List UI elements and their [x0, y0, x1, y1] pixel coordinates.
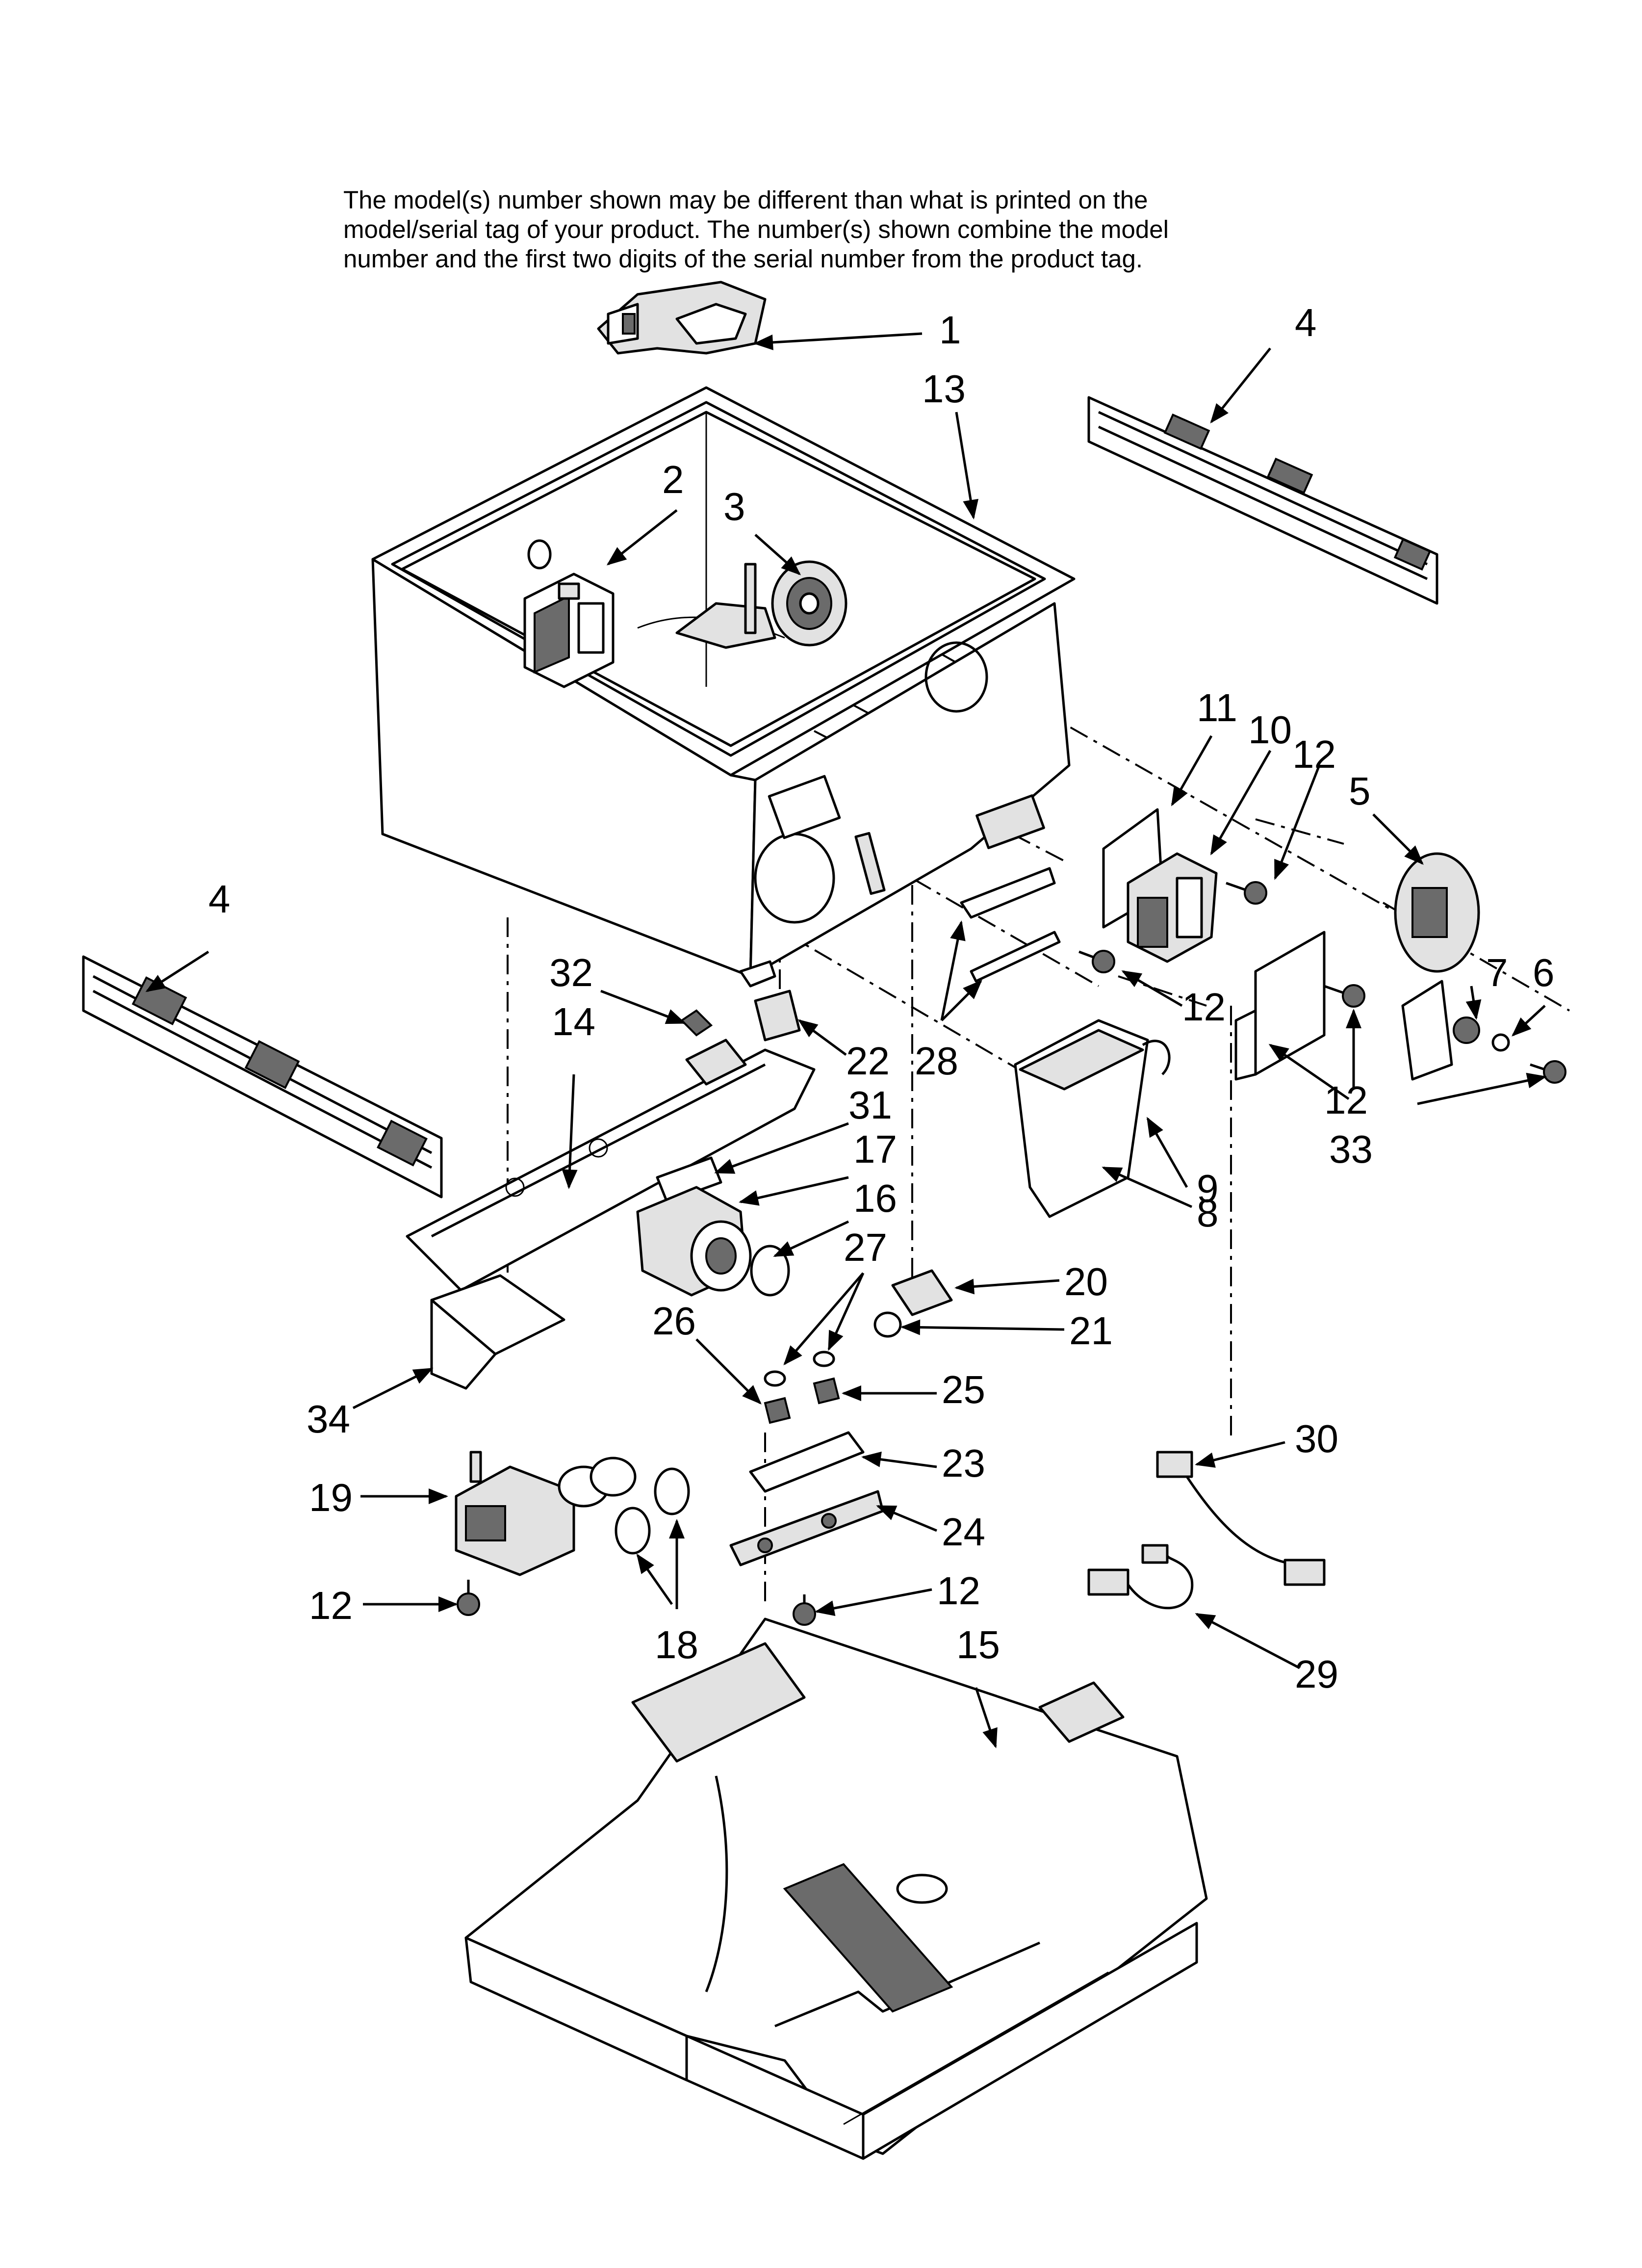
callout-12-e: 12 — [309, 1584, 353, 1627]
callout-4-left: 4 — [208, 877, 231, 921]
screw-12-a — [1226, 881, 1267, 905]
vent-part — [771, 560, 847, 647]
callout-25: 25 — [942, 1368, 985, 1411]
heater-fittings-part — [729, 1351, 884, 1566]
callout-12-a: 12 — [1292, 732, 1336, 776]
callout-12-c: 12 — [1324, 1078, 1368, 1122]
callout-8: 8 — [1197, 1191, 1219, 1235]
bracket-33-part — [1234, 931, 1326, 1081]
screw-12-f — [793, 1594, 816, 1626]
callout-5: 5 — [1349, 769, 1371, 813]
callout-12-d: 12 — [937, 1569, 980, 1613]
dispenser-part — [523, 573, 615, 688]
callout-11: 11 — [1197, 686, 1237, 730]
callout-20: 20 — [1064, 1260, 1108, 1303]
callout-21: 21 — [1069, 1309, 1113, 1353]
callout-10: 10 — [1248, 708, 1292, 752]
sensor-part — [1394, 852, 1480, 1081]
callout-33: 33 — [1329, 1127, 1373, 1171]
callout-31: 31 — [848, 1083, 892, 1127]
callout-24: 24 — [942, 1510, 985, 1554]
callout-3: 3 — [723, 485, 745, 528]
callout-16: 16 — [853, 1176, 897, 1220]
control-board-part — [1102, 808, 1218, 963]
base-part — [464, 1617, 1208, 2160]
clip-brackets-part — [960, 867, 1061, 983]
model-number-note: The model(s) number shown may be differe… — [343, 185, 1373, 274]
callout-29: 29 — [1295, 1652, 1338, 1696]
callout-arrows — [145, 332, 1547, 1748]
callout-22: 22 — [846, 1039, 890, 1083]
callout-27: 27 — [844, 1225, 887, 1269]
screws — [457, 881, 1566, 1626]
tub-part — [371, 386, 1076, 988]
callout-6: 6 — [1533, 951, 1555, 994]
drawer-slide-left-part — [82, 955, 443, 1199]
screw-12-c — [1324, 984, 1365, 1008]
callout-9: 9 — [1197, 1167, 1219, 1210]
drawer-slide-right-part — [1087, 396, 1438, 605]
callout-26: 26 — [652, 1299, 696, 1343]
screw-12-e — [457, 1580, 480, 1616]
callout-2: 2 — [662, 458, 684, 501]
small-parts — [656, 990, 801, 1203]
callout-4-right: 4 — [1295, 301, 1317, 344]
note-line-1: The model(s) number shown may be differe… — [343, 186, 1148, 214]
note-line-2: model/serial tag of your product. The nu… — [343, 215, 1169, 243]
callout-34: 34 — [307, 1397, 350, 1441]
screw-12-b — [1078, 950, 1115, 973]
callout-13: 13 — [922, 367, 966, 411]
callout-18: 18 — [655, 1623, 698, 1667]
wire-harness-30-part — [1156, 1451, 1326, 1586]
callout-7: 7 — [1486, 951, 1508, 994]
screw-12-d — [1530, 1060, 1566, 1084]
callout-labels: 1 13 4 2 3 11 10 12 5 4 32 14 22 28 12 7… — [208, 301, 1555, 1696]
callout-23: 23 — [942, 1441, 985, 1485]
sump-bracket-part — [406, 1039, 816, 1292]
callout-32: 32 — [549, 951, 593, 994]
callout-14: 14 — [552, 1000, 595, 1043]
note-line-3: number and the first two digits of the s… — [343, 245, 1143, 273]
circulation-pump-part — [455, 1451, 637, 1576]
hose-clamps-part — [615, 1467, 690, 1555]
top-bracket-part — [597, 281, 767, 355]
nut-washer-parts — [1453, 1017, 1510, 1052]
wire-harness-29-part — [1087, 1544, 1194, 1610]
drain-pump-part — [636, 1186, 790, 1297]
cover-34-part — [430, 1274, 565, 1390]
callout-19: 19 — [309, 1476, 353, 1519]
callout-15: 15 — [956, 1623, 1000, 1667]
sensor-20-part — [873, 1269, 953, 1338]
callout-12-b: 12 — [1182, 985, 1226, 1029]
callout-17: 17 — [853, 1127, 897, 1171]
callout-1: 1 — [939, 308, 961, 352]
callout-30: 30 — [1295, 1417, 1338, 1460]
callout-28: 28 — [915, 1039, 958, 1083]
